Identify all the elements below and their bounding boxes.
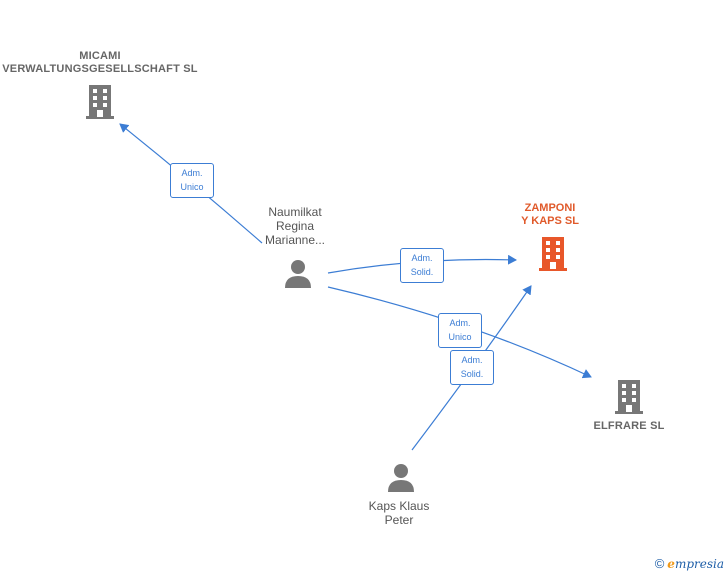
building-icon[interactable] (538, 236, 568, 272)
footer-branding[interactable]: © empresia (655, 556, 724, 571)
brand-logo: empresia (667, 557, 724, 571)
building-icon[interactable] (85, 85, 115, 119)
person-label-kaps[interactable]: Kaps Klaus Peter (349, 499, 449, 527)
company-label-zamponi[interactable]: ZAMPONI Y KAPS SL (490, 202, 610, 228)
edge-label-kaps-zamponi[interactable]: Adm. Solid. (450, 350, 494, 385)
edge-label-naumilkat-zamponi[interactable]: Adm. Solid. (400, 248, 444, 283)
role-line1: Adm. (411, 253, 433, 263)
person-name-line1: Kaps Klaus (368, 499, 430, 513)
person-icon[interactable] (283, 258, 313, 288)
company-label-micami[interactable]: MICAMI VERWALTUNGSGESELLSCHAFT SL (0, 50, 200, 76)
brand-name: mpresia (674, 556, 724, 571)
building-icon[interactable] (614, 380, 644, 414)
person-label-naumilkat[interactable]: Naumilkat Regina Marianne... (245, 205, 345, 247)
role-line1: Adm. (461, 355, 483, 365)
person-name-line2: Peter (384, 513, 414, 527)
role-line2: Solid. (410, 267, 434, 277)
edge-label-naumilkat-micami[interactable]: Adm. Unico (170, 163, 214, 198)
company-name-line2: Y KAPS SL (521, 215, 579, 227)
person-name-line3: Marianne... (264, 233, 326, 247)
company-name-line1: ZAMPONI (524, 202, 576, 214)
person-name-line2: Regina (275, 219, 315, 233)
company-name-line1: ELFRARE SL (593, 420, 665, 432)
role-line1: Adm. (449, 318, 471, 328)
role-line2: Unico (180, 182, 204, 192)
role-line1: Adm. (181, 168, 203, 178)
role-line2: Unico (448, 332, 472, 342)
copyright-icon: © (654, 556, 665, 571)
company-name-line2: VERWALTUNGSGESELLSCHAFT SL (2, 63, 198, 75)
company-name-line1: MICAMI (79, 50, 121, 62)
company-label-elfrare[interactable]: ELFRARE SL (579, 420, 679, 433)
person-name-line1: Naumilkat (268, 205, 322, 219)
brand-initial: e (667, 556, 675, 571)
role-line2: Solid. (460, 369, 484, 379)
person-icon[interactable] (386, 462, 416, 492)
edge-label-naumilkat-elfrare[interactable]: Adm. Unico (438, 313, 482, 348)
